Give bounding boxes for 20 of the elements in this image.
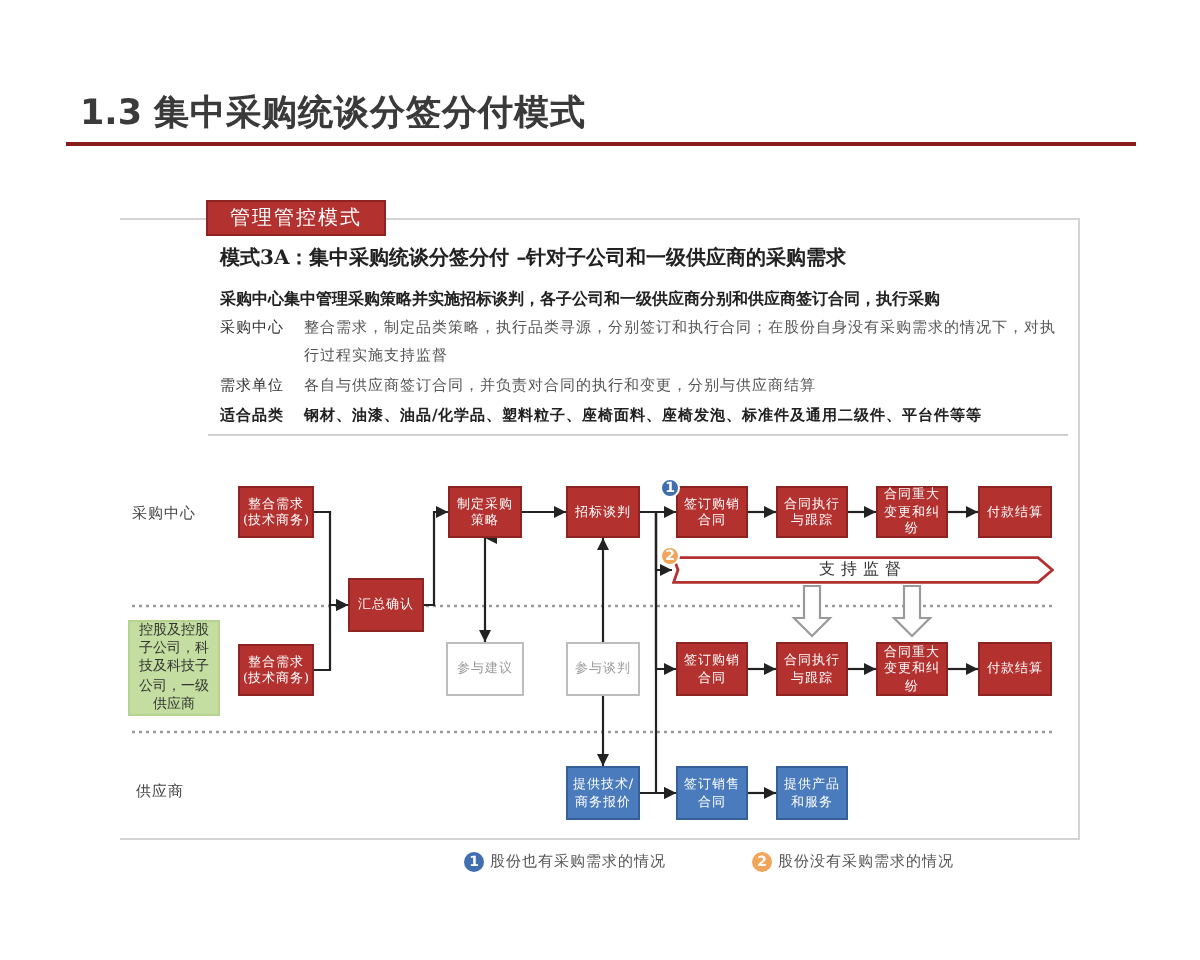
table-text: 采购中心集中管理采购策略并实施招标谈判，各子公司和一级供应商分别和供应商签订合同，执行采购 — [220, 286, 942, 312]
page-title: 1.3 集中采购统谈分签分付模式 — [80, 92, 587, 136]
arrow — [846, 506, 876, 518]
arrow — [638, 787, 676, 799]
arrow — [946, 663, 978, 675]
arrow — [314, 599, 348, 672]
table-title: 模式3A：集中采购统谈分签分付 –针对子公司和一级供应商的采购需求 — [220, 246, 849, 274]
arrow — [746, 787, 776, 799]
arrow — [424, 506, 448, 607]
panel-tab: 管理管控模式 — [206, 200, 386, 236]
arrow — [746, 506, 776, 518]
arrow — [597, 538, 609, 644]
double-arrow — [479, 536, 491, 642]
arrow — [520, 506, 566, 518]
arrow — [746, 663, 776, 675]
arrow — [846, 663, 876, 675]
block-arrow — [891, 584, 933, 638]
arrow — [597, 694, 609, 766]
block-arrow — [791, 584, 833, 638]
arrow — [946, 506, 978, 518]
